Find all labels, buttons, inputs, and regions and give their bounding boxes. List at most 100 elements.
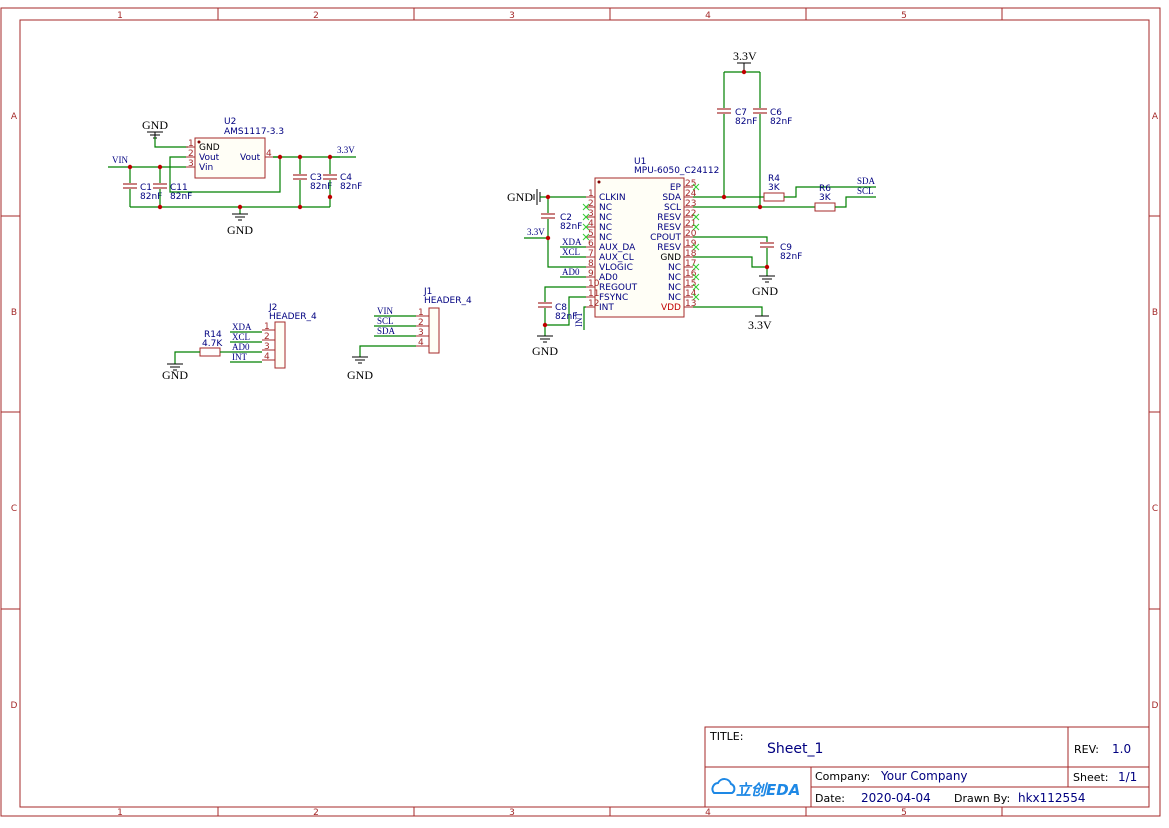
u1-pin-number: 16	[685, 269, 697, 279]
j1-pin-num: 2	[418, 318, 424, 328]
r14-body	[199, 347, 221, 357]
sheet-label: Sheet:	[1073, 771, 1109, 784]
u1-pin-name: NC	[668, 263, 681, 273]
c11-ref: C11	[170, 183, 188, 193]
r14-value: 4.7K	[202, 339, 223, 349]
title-label: TITLE:	[709, 730, 743, 743]
xcl-net-label: XCL	[562, 247, 580, 257]
j1-body	[428, 307, 440, 354]
u1-pin-number: 10	[588, 279, 600, 289]
no-connect-mark	[692, 283, 700, 291]
u1-pin-name: AUX_CL	[599, 253, 634, 263]
j2-pin-num: 3	[264, 342, 270, 352]
u2-pin-name: Vout	[240, 153, 261, 163]
u2-pin-num: 1	[188, 139, 194, 149]
j2-net-label: XDA	[232, 322, 252, 332]
j2-net-label: AD0	[232, 342, 250, 352]
row-label: A	[1152, 112, 1159, 122]
no-connect-mark	[582, 213, 590, 221]
v33-power-symbol: 3.3V	[733, 49, 757, 72]
column-label: 3	[509, 11, 515, 21]
u1-pin-name: SCL	[664, 203, 681, 213]
xda-net-label: XDA	[562, 237, 582, 247]
u1-pin-name: REGOUT	[599, 283, 638, 293]
sheet-border: 1 2 3 4 5 1 2 3 4 5 A B C D A B C D	[0, 7, 1161, 818]
u1-pin-number: 5	[588, 229, 594, 239]
logo-text: 立创EDA	[736, 781, 800, 799]
u1-pin-number: 3	[588, 209, 594, 219]
u1-pin-name: NC	[599, 213, 612, 223]
c2-ref: C2	[560, 213, 572, 223]
gnd-label: GND	[162, 368, 188, 382]
u1-pin-name: RESV	[657, 243, 682, 253]
c7-ref: C7	[735, 108, 747, 118]
r4-value: 3K	[768, 183, 781, 193]
u1-pin-name: INT	[599, 303, 614, 313]
c7-value: 82nF	[735, 117, 757, 127]
v33-net-label: 3.3V	[337, 145, 355, 155]
gnd-label: GND	[347, 368, 373, 382]
j2-part: HEADER_4	[269, 312, 317, 322]
j1-pin-num: 1	[418, 308, 424, 318]
gnd-label: GND	[752, 284, 778, 298]
no-connect-mark	[692, 213, 700, 221]
v33-label: 3.3V	[733, 49, 757, 63]
u2-pin-num: 3	[188, 159, 194, 169]
u1-pin-number: 1	[588, 189, 594, 199]
column-label: 2	[313, 808, 319, 818]
rev-value: 1.0	[1112, 742, 1131, 756]
u1-pin-name: VLOGIC	[599, 263, 633, 273]
company-label: Company:	[815, 770, 870, 783]
c1-value: 82nF	[140, 192, 162, 202]
c4-value: 82nF	[340, 182, 362, 192]
no-connect-mark	[692, 223, 700, 231]
u2-pin-num: 4	[266, 149, 272, 159]
gnd-label: GND	[227, 223, 253, 237]
c9-ref: C9	[780, 243, 792, 253]
u1-pin-number: 21	[685, 219, 696, 229]
row-label: B	[1152, 308, 1158, 318]
drawn-by-value: hkx112554	[1018, 791, 1085, 805]
u1-pin-number: 9	[588, 269, 594, 279]
u1-pin-number: 2	[588, 199, 594, 209]
drawn-by-label: Drawn By:	[954, 792, 1010, 805]
j2-pin-num: 1	[264, 322, 270, 332]
j2-body	[274, 321, 286, 369]
j2-ref: J2	[268, 303, 277, 313]
c4-ref: C4	[340, 173, 352, 183]
c1-ref: C1	[140, 183, 152, 193]
u1-pin-name: RESV	[657, 213, 682, 223]
u2-ref: U2	[224, 117, 236, 127]
u1-pin-name: CPOUT	[650, 233, 681, 243]
u1-pin-number: 19	[685, 239, 697, 249]
ad0-net-label: AD0	[562, 267, 580, 277]
u1-pin-number: 20	[685, 229, 697, 239]
no-connect-mark	[692, 293, 700, 301]
u1-pin-name: NC	[599, 223, 612, 233]
u1-pin-name: NC	[668, 293, 681, 303]
u1-pin-name: AUX_DA	[599, 243, 636, 253]
c8-value: 82nF	[555, 312, 577, 322]
gnd-symbol: GND	[142, 118, 168, 139]
j2-pin-num: 2	[264, 332, 270, 342]
u2-part: AMS1117-3.3	[224, 127, 284, 137]
u1-pin-name: NC	[599, 233, 612, 243]
u2-pin-name: GND	[199, 143, 220, 153]
u1-pin-number: 7	[588, 249, 594, 259]
u1-pin-number: 24	[685, 189, 697, 199]
cloud-icon	[711, 778, 736, 794]
u1-part: MPU-6050_C24112	[634, 166, 719, 176]
c6-value: 82nF	[770, 117, 792, 127]
row-label: C	[11, 504, 17, 514]
v33-label: 3.3V	[748, 318, 772, 332]
u1-pin-number: 13	[685, 299, 696, 309]
u2-pin-name: Vin	[199, 163, 213, 173]
c11-value: 82nF	[170, 192, 192, 202]
gnd-label: GND	[507, 190, 533, 204]
company-value: Your Company	[880, 769, 968, 783]
column-label: 4	[705, 808, 711, 818]
u2-pin-num: 2	[188, 149, 194, 159]
no-connect-mark	[692, 263, 700, 271]
u1-pin-number: 8	[588, 259, 594, 269]
